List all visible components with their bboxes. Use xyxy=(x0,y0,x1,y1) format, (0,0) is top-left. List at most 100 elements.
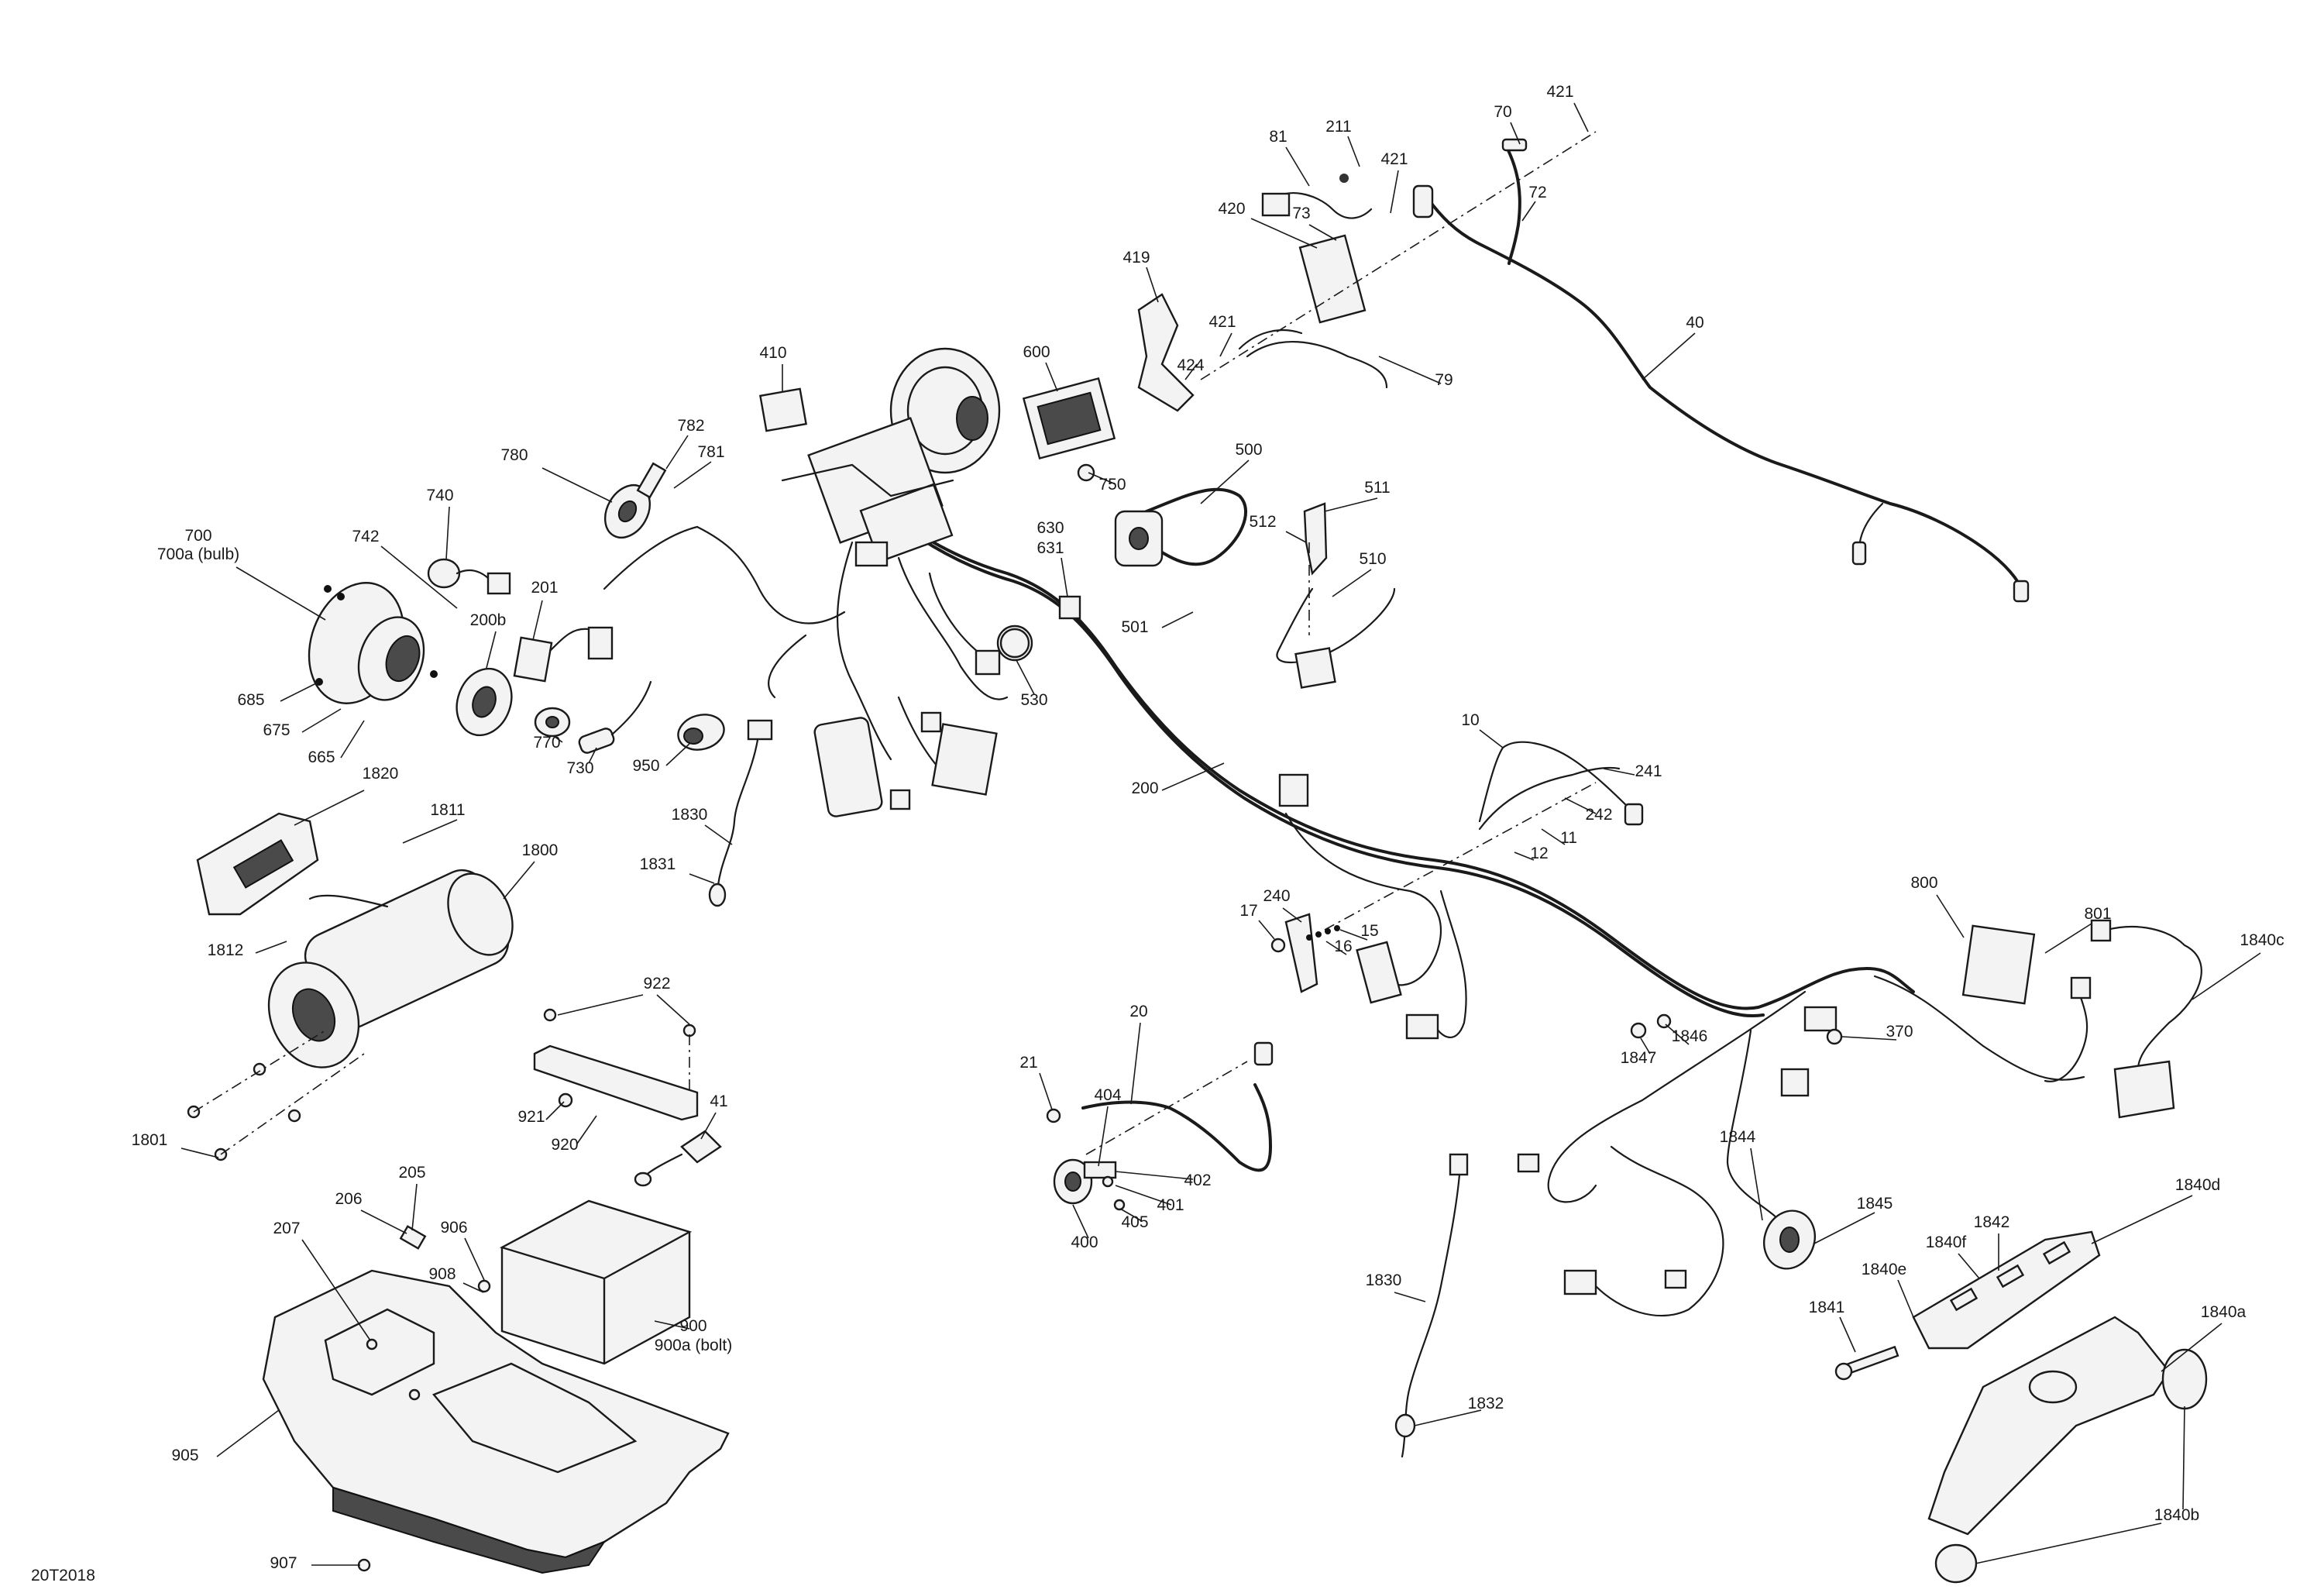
callout-c10: 10 xyxy=(1461,711,1479,729)
callout-c1820: 1820 xyxy=(363,765,399,783)
callout-c81: 81 xyxy=(1269,128,1287,146)
callout-c922: 922 xyxy=(643,975,670,993)
callout-leaders xyxy=(180,102,2261,1566)
callout-c1800: 1800 xyxy=(522,841,559,859)
callout-c240: 240 xyxy=(1263,887,1290,905)
callout-c1832: 1832 xyxy=(1468,1395,1504,1412)
module-800 xyxy=(1961,919,2202,1119)
callout-c405: 405 xyxy=(1121,1213,1148,1231)
callout-c1842: 1842 xyxy=(1974,1213,2010,1231)
callout-c781: 781 xyxy=(697,443,724,461)
bracket-assembly-419 xyxy=(1137,174,1388,412)
callout-c400: 400 xyxy=(1071,1233,1098,1251)
callout-c1844: 1844 xyxy=(1720,1128,1756,1146)
winch-fairlead-1820 xyxy=(196,812,319,916)
callout-c70: 70 xyxy=(1494,103,1511,121)
callout-c511: 511 xyxy=(1364,479,1390,497)
callout-c424: 424 xyxy=(1177,356,1204,374)
callout-c1840d: 1840d xyxy=(2175,1176,2220,1194)
callout-c900: 900 xyxy=(679,1317,706,1335)
callout-c404: 404 xyxy=(1094,1086,1121,1104)
central-harness-cluster xyxy=(603,347,1033,817)
callout-c700a: 700a (bulb) xyxy=(157,545,239,563)
component-500 xyxy=(1114,487,1248,567)
callout-c631: 631 xyxy=(1037,539,1064,557)
callout-c780: 780 xyxy=(500,446,528,464)
diagram-code: 20T2018 xyxy=(31,1567,95,1584)
callout-c72: 72 xyxy=(1528,184,1546,201)
speed-sensor-1830-upper xyxy=(708,719,773,907)
callout-c1846: 1846 xyxy=(1672,1027,1708,1045)
callout-c41: 41 xyxy=(710,1092,727,1110)
light-switch-740 xyxy=(427,558,511,595)
callout-c410: 410 xyxy=(759,344,786,362)
ecm-module-600 xyxy=(1022,377,1116,482)
callout-c950: 950 xyxy=(632,757,659,775)
callout-c1840e: 1840e xyxy=(1862,1261,1906,1278)
bulb-socket-200b xyxy=(456,667,513,737)
callout-c200b: 200b xyxy=(470,611,507,629)
callout-c905: 905 xyxy=(171,1447,198,1464)
callout-c907: 907 xyxy=(270,1554,297,1572)
callout-c782: 782 xyxy=(677,417,704,435)
callout-c205: 205 xyxy=(398,1164,425,1182)
callout-c201: 201 xyxy=(531,579,558,597)
bolt-1841 xyxy=(1834,1345,1899,1381)
callout-c421c: 421 xyxy=(1208,313,1236,331)
bracket-1840d xyxy=(1912,1230,2101,1350)
callout-c685: 685 xyxy=(237,691,264,709)
harness-40 xyxy=(1200,131,2030,603)
callout-c742: 742 xyxy=(352,528,379,545)
sensor-730 xyxy=(578,680,652,754)
callout-c800: 800 xyxy=(1910,874,1937,892)
callout-c908: 908 xyxy=(428,1265,456,1283)
main-wiring-harness xyxy=(851,479,2085,1317)
callout-c1840c: 1840c xyxy=(2240,931,2284,949)
callout-c512: 512 xyxy=(1249,513,1276,531)
callout-c501: 501 xyxy=(1121,618,1148,636)
callout-c1812: 1812 xyxy=(208,941,244,959)
callout-c1811: 1811 xyxy=(430,801,465,819)
callout-c419: 419 xyxy=(1122,249,1150,267)
fasteners-1846-1847-370 xyxy=(1630,1013,1843,1045)
callout-c1841: 1841 xyxy=(1809,1299,1845,1316)
battery-tray-905 xyxy=(262,1225,730,1574)
callout-c750: 750 xyxy=(1098,476,1126,494)
callout-c16: 16 xyxy=(1334,938,1352,955)
callout-c500: 500 xyxy=(1235,441,1262,459)
callout-c700: 700 xyxy=(184,527,211,545)
callout-c1847: 1847 xyxy=(1621,1049,1657,1067)
callout-c740: 740 xyxy=(426,487,453,504)
callout-c730: 730 xyxy=(566,759,593,777)
callout-c402: 402 xyxy=(1184,1172,1211,1189)
pigtail-201 xyxy=(513,626,614,683)
small-parts-630-530 xyxy=(999,595,1081,659)
callout-c630: 630 xyxy=(1037,519,1064,537)
callout-c15: 15 xyxy=(1360,922,1378,940)
harness-10 xyxy=(1324,741,1644,931)
callout-c200: 200 xyxy=(1131,779,1158,797)
callout-c401: 401 xyxy=(1157,1196,1184,1214)
callout-c421b: 421 xyxy=(1380,150,1408,168)
callout-c1840a: 1840a xyxy=(2201,1303,2247,1321)
horn-780 xyxy=(603,462,667,538)
callout-c1830b: 1830 xyxy=(1366,1271,1402,1289)
callout-c370: 370 xyxy=(1886,1023,1913,1041)
callout-c665: 665 xyxy=(308,748,335,766)
callout-c1840f: 1840f xyxy=(1926,1233,1967,1251)
callout-c1845: 1845 xyxy=(1857,1195,1893,1213)
callout-c600: 600 xyxy=(1023,343,1050,361)
callout-c921: 921 xyxy=(517,1108,545,1126)
callout-c906: 906 xyxy=(440,1219,467,1237)
callout-c79: 79 xyxy=(1435,371,1452,389)
callout-c40: 40 xyxy=(1686,314,1703,332)
component-510-511 xyxy=(1276,502,1396,689)
bracket-240 xyxy=(1270,913,1340,993)
callout-c1840b: 1840b xyxy=(2154,1506,2199,1524)
relay-410 xyxy=(759,387,807,432)
solenoid-400 xyxy=(1046,1108,1126,1211)
winch-1800 xyxy=(187,869,514,1161)
callout-c73: 73 xyxy=(1292,205,1310,222)
callout-c920: 920 xyxy=(551,1136,578,1154)
